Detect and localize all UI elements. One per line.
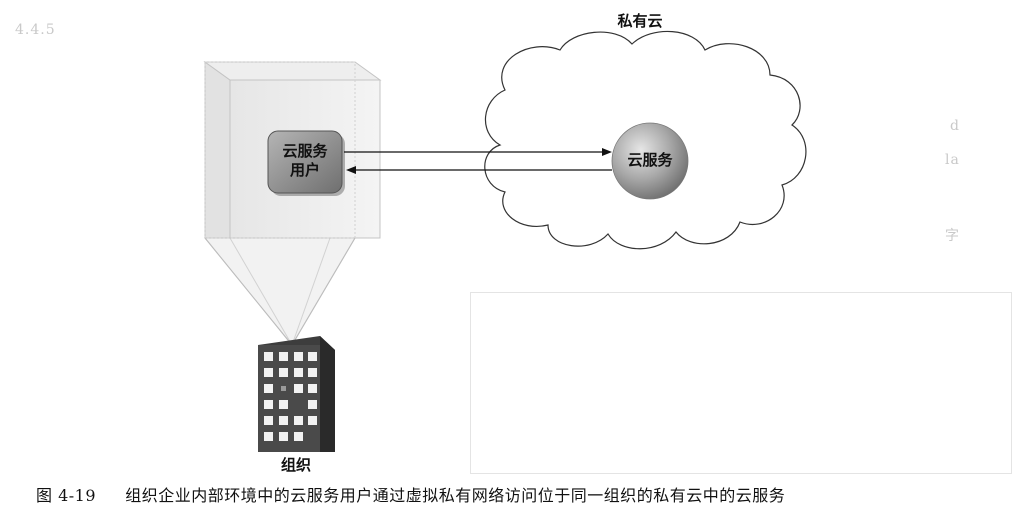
bg-text-line: la (945, 152, 960, 168)
vpn-connection-arrows (344, 148, 612, 174)
cloud-user-label-line2: 用户 (289, 161, 320, 179)
private-cloud-label: 私有云 (617, 12, 663, 30)
cloud-service-node (611, 122, 689, 200)
cloud-service-label: 云服务 (627, 151, 673, 169)
organization-label: 组织 (280, 456, 311, 474)
cloud-user-node (267, 130, 345, 196)
bg-text-line: 4.4.5 (15, 22, 56, 38)
cloud-user-label-line1: 云服务 (282, 142, 328, 160)
figure-number: 图 4-19 (36, 486, 97, 505)
projection-cone (203, 237, 356, 346)
bg-text-line: d (950, 118, 960, 134)
figure-caption: 图 4-19 组织企业内部环境中的云服务用户通过虚拟私有网络访问位于同一组织的私… (36, 482, 785, 506)
bg-box (470, 292, 1012, 474)
figure-caption-text: 组织企业内部环境中的云服务用户通过虚拟私有网络访问位于同一组织的私有云中的云服务 (125, 486, 786, 505)
bg-text-line: 字 (945, 228, 960, 244)
organization-building-icon (258, 336, 335, 452)
